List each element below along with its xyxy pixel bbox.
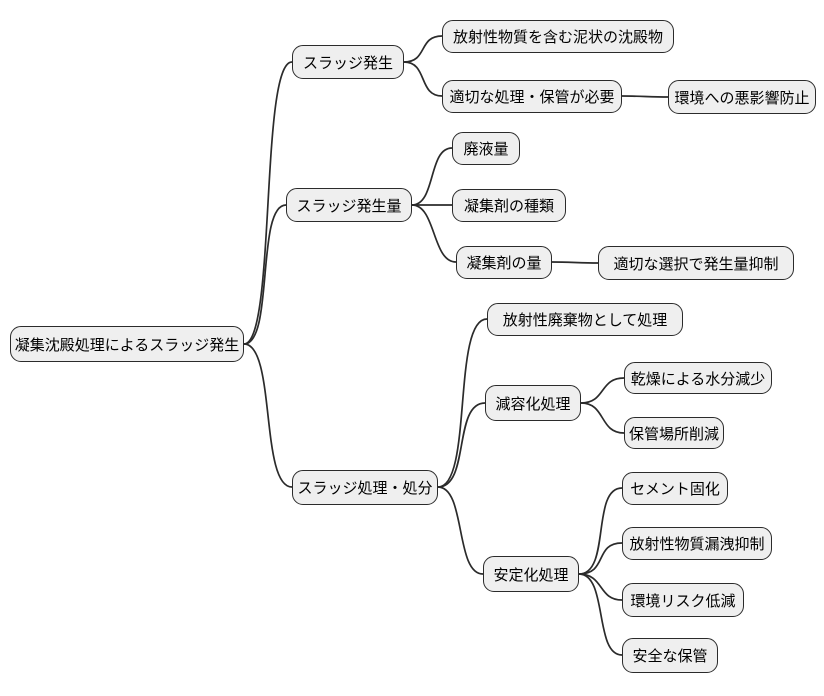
edge-treatment-disposal-radioactive-waste bbox=[437, 318, 488, 488]
edge-stabilization-safe-storage bbox=[578, 573, 623, 656]
node-env-protection: 環境への悪影響防止 bbox=[668, 80, 816, 114]
node-storage-reduction: 保管場所削減 bbox=[624, 417, 724, 449]
edge-stabilization-risk-reduction bbox=[578, 573, 623, 601]
edge-root-treatment-disposal bbox=[243, 343, 293, 488]
edge-volume-reduction-storage-reduction bbox=[580, 402, 625, 434]
node-treatment-disposal: スラッジ処理・処分 bbox=[292, 470, 438, 505]
node-stabilization: 安定化処理 bbox=[483, 556, 579, 592]
node-sediment: 放射性物質を含む泥状の沈殿物 bbox=[442, 20, 674, 53]
node-coagulant-amount: 凝集剤の量 bbox=[456, 246, 552, 279]
edge-treatment-disposal-stabilization bbox=[437, 486, 484, 575]
edge-root-sludge-generation bbox=[243, 61, 293, 345]
edge-root-sludge-amount bbox=[243, 204, 287, 345]
edge-proper-handling-env-protection bbox=[621, 95, 669, 98]
node-coagulant-type: 凝集剤の種類 bbox=[452, 189, 566, 222]
node-radioactive-waste: 放射性廃棄物として処理 bbox=[487, 303, 683, 336]
edge-treatment-disposal-volume-reduction bbox=[437, 402, 486, 488]
node-sludge-amount: スラッジ発生量 bbox=[286, 188, 412, 222]
node-risk-reduction: 環境リスク低減 bbox=[622, 583, 744, 617]
node-volume-reduction: 減容化処理 bbox=[485, 385, 581, 421]
node-safe-storage: 安全な保管 bbox=[622, 638, 718, 673]
node-waste-liquid: 廃液量 bbox=[452, 132, 520, 165]
edge-sludge-amount-coagulant-amount bbox=[411, 204, 457, 263]
edge-sludge-amount-waste-liquid bbox=[411, 147, 453, 206]
node-proper-handling: 適切な処理・保管が必要 bbox=[442, 80, 622, 113]
edge-sludge-generation-proper-handling bbox=[403, 61, 443, 97]
node-drying: 乾燥による水分減少 bbox=[624, 362, 772, 394]
edge-stabilization-cement bbox=[578, 487, 623, 575]
node-leakage-control: 放射性物質漏洩抑制 bbox=[622, 527, 772, 560]
node-cement: セメント固化 bbox=[622, 472, 728, 505]
node-selection-control: 適切な選択で発生量抑制 bbox=[598, 246, 794, 280]
edge-coagulant-amount-selection-control bbox=[551, 261, 599, 264]
node-sludge-generation: スラッジ発生 bbox=[292, 45, 404, 79]
node-root: 凝集沈殿処理によるスラッジ発生 bbox=[10, 326, 244, 362]
edge-stabilization-leakage-control bbox=[578, 542, 623, 575]
edge-volume-reduction-drying bbox=[580, 377, 625, 404]
edge-sludge-generation-sediment bbox=[403, 35, 443, 63]
